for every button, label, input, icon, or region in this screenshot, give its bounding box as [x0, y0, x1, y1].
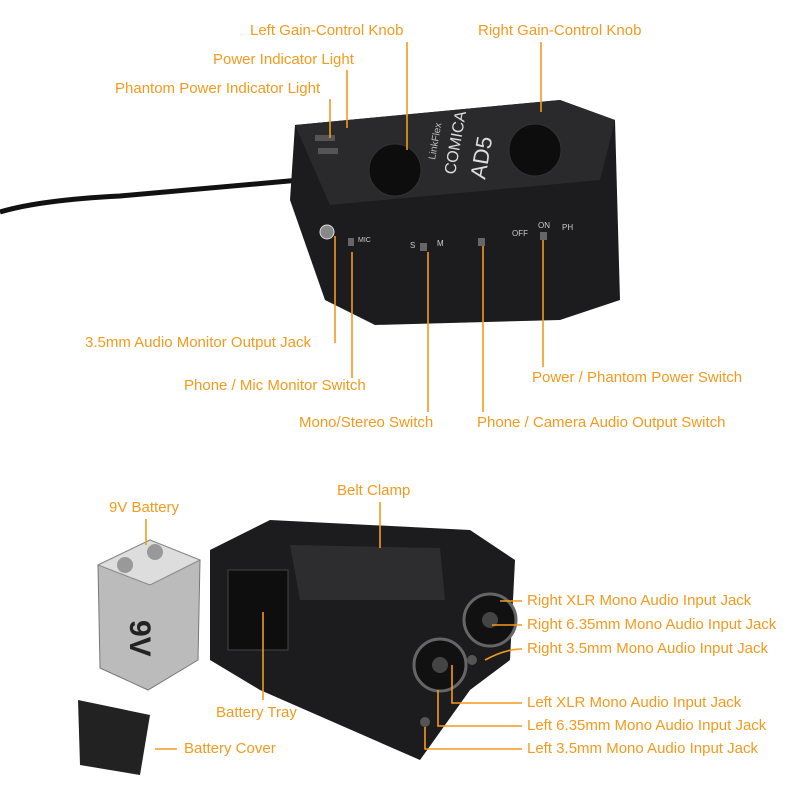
- label-power-light: Power Indicator Light: [213, 51, 354, 68]
- battery-9v: 9V: [96, 539, 202, 691]
- left-knob[interactable]: [368, 143, 422, 197]
- label-left-35: Left 3.5mm Mono Audio Input Jack: [527, 740, 758, 757]
- label-battery-tray: Battery Tray: [216, 704, 297, 721]
- cable: [0, 177, 301, 215]
- phantom-light: [315, 135, 335, 141]
- bottom-device: [210, 520, 518, 760]
- battery-cover: [78, 700, 150, 775]
- right-knob[interactable]: [508, 123, 562, 177]
- right-35-jack: [467, 655, 477, 665]
- left-35-jack: [420, 717, 430, 727]
- label-battery: 9V Battery: [109, 499, 180, 516]
- battery-tray: [227, 569, 289, 651]
- monitor-jack: [319, 224, 335, 240]
- label-left-635: Left 6.35mm Mono Audio Input Jack: [527, 717, 767, 734]
- label-left-knob: Left Gain-Control Knob: [250, 22, 404, 39]
- switch-label-off: OFF: [512, 229, 528, 238]
- label-right-knob: Right Gain-Control Knob: [478, 22, 642, 39]
- label-power-phantom-switch: Power / Phantom Power Switch: [532, 369, 743, 386]
- switch-label-m: M: [437, 239, 444, 248]
- switch-label-on: ON: [538, 221, 550, 230]
- label-right-xlr: Right XLR Mono Audio Input Jack: [527, 592, 752, 609]
- battery-text: 9V: [123, 620, 156, 657]
- power-light: [318, 148, 338, 154]
- label-phantom-light: Phantom Power Indicator Light: [115, 80, 321, 97]
- switch-label-s: S: [410, 241, 415, 250]
- belt-clamp: [290, 545, 445, 600]
- label-left-xlr: Left XLR Mono Audio Input Jack: [527, 694, 742, 711]
- switch-label-ph: PH: [562, 223, 573, 232]
- leader-lines: [145, 42, 544, 750]
- label-right-635: Right 6.35mm Mono Audio Input Jack: [527, 616, 777, 633]
- label-belt-clamp: Belt Clamp: [337, 482, 411, 499]
- label-phone-camera-switch: Phone / Camera Audio Output Switch: [477, 414, 726, 431]
- label-phone-mic-switch: Phone / Mic Monitor Switch: [184, 377, 366, 394]
- label-battery-cover: Battery Cover: [184, 740, 276, 757]
- switch-label-mic: MIC: [358, 237, 371, 244]
- label-monitor-jack: 3.5mm Audio Monitor Output Jack: [85, 334, 311, 351]
- label-mono-stereo-switch: Mono/Stereo Switch: [299, 414, 434, 431]
- top-device: COMICA LinkFlex AD5 S M OFF ON PH MIC: [290, 100, 620, 325]
- label-right-35: Right 3.5mm Mono Audio Input Jack: [527, 640, 768, 657]
